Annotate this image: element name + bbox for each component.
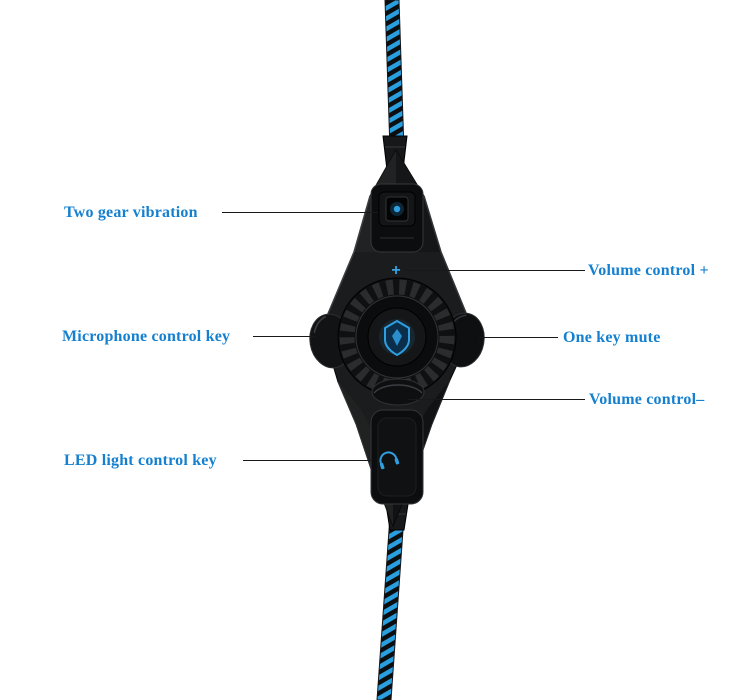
- volume-minus-button: [371, 378, 425, 406]
- callout-line-volume-minus: [408, 399, 585, 400]
- callout-label-one-key-mute: One key mute: [563, 329, 661, 346]
- volume-plus-symbol: +: [391, 262, 400, 279]
- callout-label-two-gear-vibration: Two gear vibration: [64, 204, 198, 221]
- center-dial: [337, 277, 457, 397]
- callout-label-microphone-control: Microphone control key: [62, 328, 231, 345]
- callout-label-volume-plus: Volume control +: [588, 262, 709, 279]
- led-key-icon: [379, 451, 400, 470]
- led-key-module: [370, 409, 424, 505]
- vibration-switch-module: [370, 183, 424, 253]
- callout-line-microphone-control: [253, 336, 315, 337]
- callout-line-led-control: [243, 460, 371, 461]
- callout-label-led-control: LED light control key: [64, 452, 217, 469]
- callout-label-volume-minus: Volume control–: [589, 391, 705, 408]
- vibration-button: [385, 196, 409, 222]
- callout-line-volume-plus: [405, 270, 585, 271]
- callout-line-one-key-mute: [479, 337, 558, 338]
- callout-line-two-gear-vibration: [222, 212, 378, 213]
- braided-cable-top: [384, 0, 405, 151]
- braided-cable-bottom: [376, 515, 405, 700]
- brand-shield-icon: [384, 320, 410, 356]
